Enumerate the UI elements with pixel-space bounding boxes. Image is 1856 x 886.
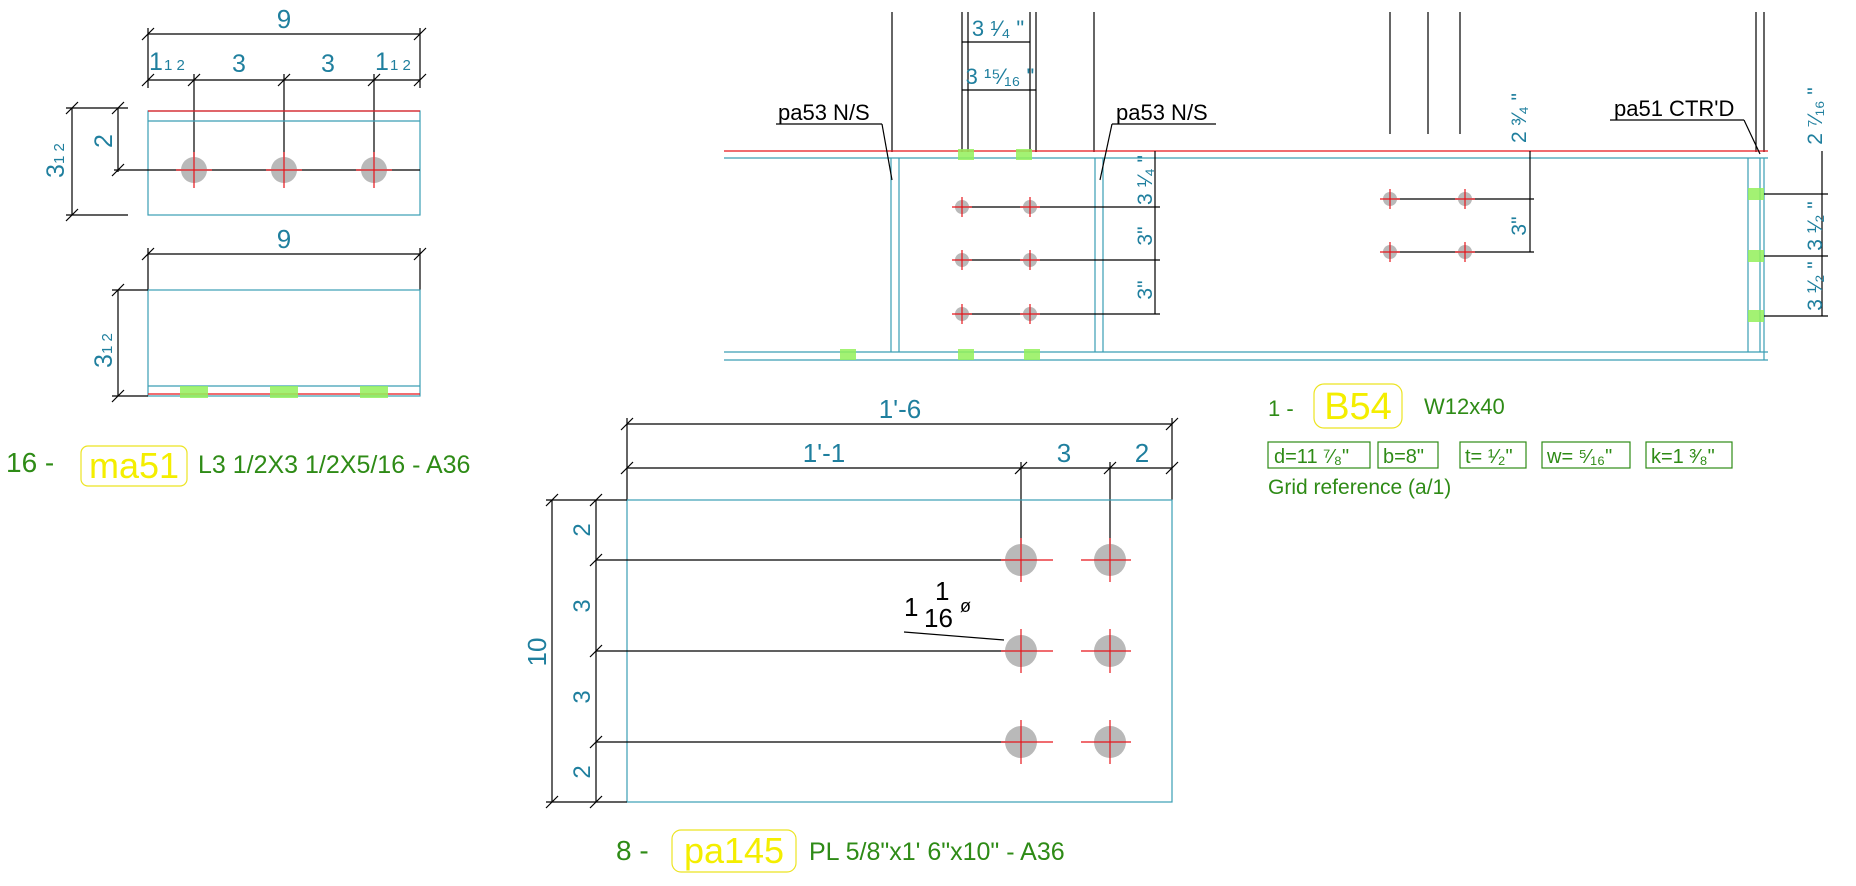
- plate-hole-int: 1: [904, 592, 918, 622]
- callout-pa53-left: pa53 N/S: [778, 100, 870, 125]
- plate-width-dim: 1'-6: [879, 394, 922, 424]
- plate-mark: pa145: [684, 830, 784, 871]
- plate-hole-den: 16: [924, 603, 953, 633]
- angle-description: L3 1/2X3 1/2X5/16 - A36: [198, 451, 470, 479]
- beam-dim-end-s1: 3 ¹⁄₂ ": [1804, 201, 1827, 250]
- beam-prop-w: w= ⁵⁄₁₆": [1546, 446, 1612, 468]
- beam-quantity: 1 -: [1268, 396, 1294, 421]
- beam-part-label: 1 - B54 W12x40 d=11 ⁷⁄₈" b=8" t= ¹⁄₂" w=…: [1267, 383, 1733, 499]
- plate-description: PL 5/8"x1' 6"x10" - A36: [809, 838, 1065, 866]
- beam-prop-t: t= ¹⁄₂": [1465, 446, 1513, 468]
- beam-mark: B54: [1324, 386, 1392, 428]
- callout-pa53-mid: pa53 N/S: [1116, 100, 1208, 125]
- plate-edge-right-dim: 2: [1135, 438, 1149, 468]
- beam-prop-k: k=1 ³⁄₈": [1651, 446, 1715, 468]
- angle-edge-left-int: 1: [149, 48, 163, 76]
- angle-top-view: 9 1 1 2 3 3 1 1 2 2 3 1 2: [42, 4, 427, 222]
- beam-section: W12x40: [1424, 394, 1505, 419]
- angle-part-label: 16 - ma51 L3 1/2X3 1/2X5/16 - A36: [6, 445, 470, 487]
- angle-edge-right-int: 1: [375, 48, 389, 76]
- angle-bottom-outline: [147, 289, 421, 397]
- angle-spacing-1: 3: [232, 50, 246, 78]
- plate-first-col-dim: 1'-1: [803, 438, 846, 468]
- angle-bottom-leg-int: 3: [90, 354, 118, 368]
- angle-edge-right-frac: 1 2: [390, 57, 411, 74]
- beam-dim-conn-s1: 3": [1134, 226, 1157, 245]
- angle-leg-int: 3: [42, 164, 70, 178]
- beam-dim-web-s: 3": [1508, 216, 1531, 235]
- plate-height-dim: 10: [522, 638, 552, 667]
- plate-row-dim-4: 2: [569, 765, 596, 778]
- plate-part-label: 8 - pa145 PL 5/8"x1' 6"x10" - A36: [616, 829, 1065, 873]
- angle-bottom-view: 9 3 1 2: [90, 224, 427, 403]
- beam-grid-reference: Grid reference (a/1): [1268, 476, 1451, 499]
- angle-quantity: 16 -: [6, 447, 54, 478]
- beam-prop-b: b=8": [1383, 446, 1424, 468]
- plate-row-dim-2: 3: [569, 599, 596, 612]
- beam-dim-web-top: 2 ³⁄₄ ": [1508, 93, 1531, 143]
- plate-col-spacing-dim: 3: [1057, 438, 1071, 468]
- angle-bottom-overall-dim: 9: [277, 224, 291, 254]
- angle-overall-dim: 9: [277, 4, 291, 34]
- beam-prop-d: d=11 ⁷⁄₈": [1274, 446, 1349, 468]
- beam-dim-conn-s2: 3": [1134, 280, 1157, 299]
- plate-quantity: 8 -: [616, 835, 649, 866]
- plate-hole-num: 1: [935, 576, 949, 606]
- plate-row-dim-3: 3: [569, 690, 596, 703]
- angle-spacing-2: 3: [321, 50, 335, 78]
- beam-dim-end-s2: 3 ¹⁄₂ ": [1804, 261, 1827, 310]
- plate-row-dim-1: 2: [569, 523, 596, 536]
- beam-dim-top-a: 3 ¹⁄₄ ": [972, 16, 1024, 41]
- angle-leg-frac: 1 2: [51, 143, 68, 164]
- beam-dim-top-b: 3 ¹⁵⁄₁₆ ": [966, 64, 1035, 89]
- callout-pa51-ctrd: pa51 CTR'D: [1614, 96, 1734, 121]
- beam-dim-end-top: 2 ⁷⁄₁₆ ": [1804, 87, 1827, 144]
- angle-edge-left-frac: 1 2: [164, 57, 185, 74]
- angle-mark: ma51: [89, 445, 179, 486]
- angle-bottom-leg-frac: 1 2: [99, 333, 116, 354]
- beam-elevation: 3 ¹⁄₄ " 3 ¹⁵⁄₁₆ ": [724, 12, 1828, 361]
- plate-view: 1'-6 1'-1 3 2 10 2 3 3 2: [522, 394, 1179, 809]
- beam-dim-conn-top: 3 ¹⁄₄ ": [1134, 155, 1157, 205]
- angle-gauge-dim: 2: [90, 134, 118, 148]
- plate-hole-symbol: ø: [960, 596, 971, 616]
